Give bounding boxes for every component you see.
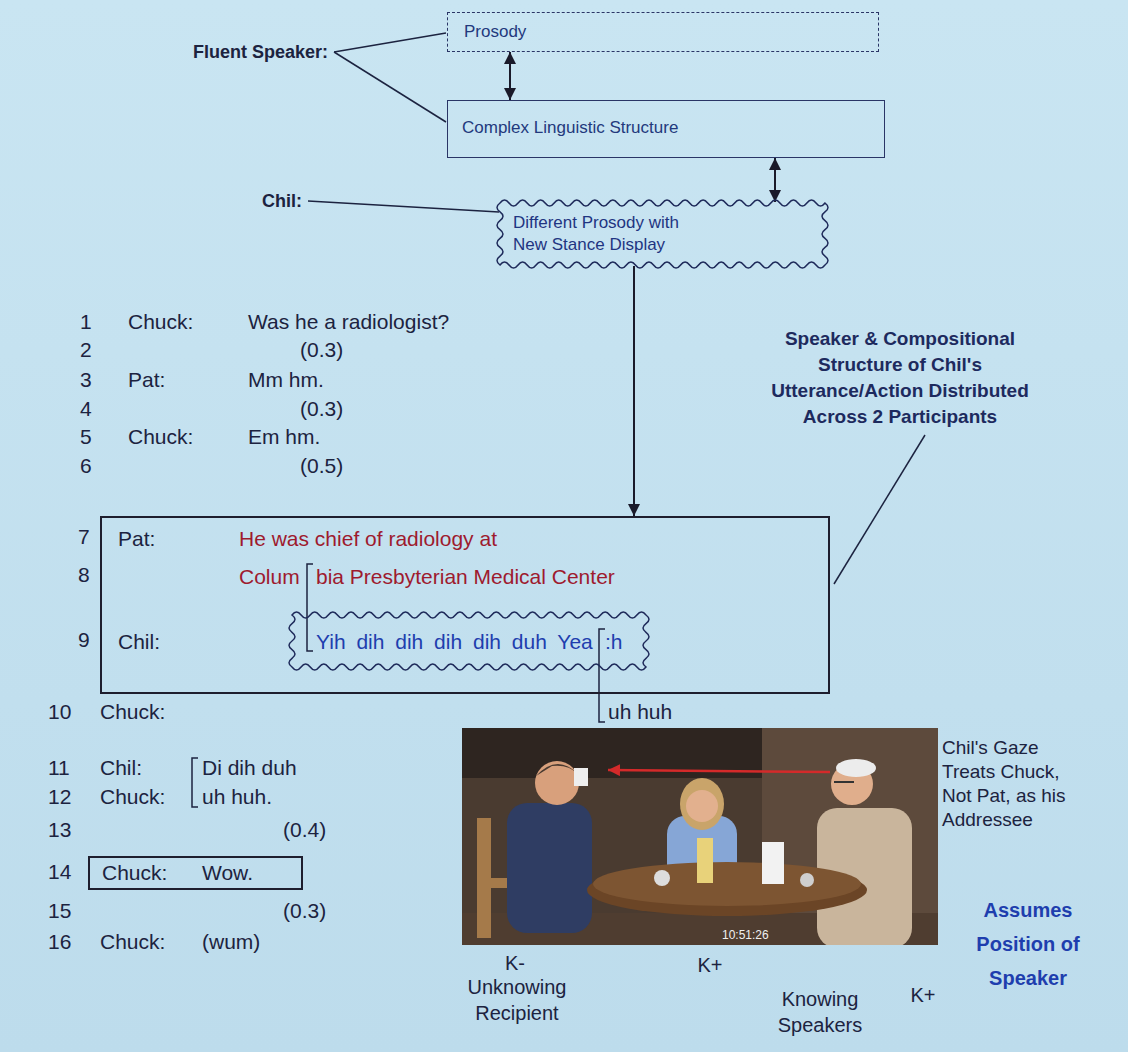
leader-line bbox=[308, 201, 499, 212]
person-chuck-hair bbox=[536, 764, 578, 776]
stance-note: Assumes Position of Speaker bbox=[972, 893, 1084, 995]
node-label: He was chief of radiology at bbox=[239, 527, 497, 551]
callout-note: Speaker & Compositional Structure of Chi… bbox=[770, 326, 1030, 430]
transcript-text: Chuck: bbox=[100, 785, 165, 809]
table-top bbox=[593, 862, 861, 906]
timestamp: 10:51:26 bbox=[722, 928, 769, 942]
transcript-text: Chuck: bbox=[100, 700, 165, 724]
node-label: Pat: bbox=[118, 527, 155, 551]
transcript-text: Chuck: bbox=[128, 425, 193, 449]
mug bbox=[654, 870, 670, 886]
wavy-outline-path bbox=[289, 612, 649, 670]
node-label: bia Presbyterian Medical Center bbox=[316, 565, 615, 589]
transcript-text: Em hm. bbox=[248, 425, 320, 449]
wavy-utterance: Yih dih dih dih dih duh Yea :h bbox=[287, 610, 651, 672]
overlap-bracket bbox=[192, 758, 198, 807]
mug bbox=[800, 873, 814, 887]
node-label: Colum bbox=[239, 565, 300, 589]
knowledge-tag: K+ bbox=[690, 952, 730, 978]
line-number: 4 bbox=[80, 397, 92, 421]
person-pat-head bbox=[686, 790, 718, 822]
line-number: 14 bbox=[48, 860, 71, 884]
person-chuck-body bbox=[507, 803, 592, 933]
node-label: Complex Linguistic Structure bbox=[462, 117, 678, 139]
gaze-note: Chil's Gaze Treats Chuck, Not Pat, as hi… bbox=[942, 736, 1090, 832]
transcript-frame: Pat: He was chief of radiology at Colum bia… bbox=[100, 516, 830, 694]
transcript-text: (0.3) bbox=[300, 397, 343, 421]
photo-illustration bbox=[462, 728, 938, 945]
person-pat-hair bbox=[680, 778, 724, 830]
transcript-text: (wum) bbox=[202, 930, 260, 954]
node-label: Chil: bbox=[118, 630, 160, 654]
speaker-tag: Chil: bbox=[262, 190, 302, 212]
transcript-text: uh huh. bbox=[202, 785, 272, 809]
knowledge-tag: Unknowing Recipient bbox=[437, 974, 597, 1026]
node-label: Chuck: bbox=[102, 861, 167, 885]
leader-line bbox=[834, 435, 925, 584]
line-number: 8 bbox=[78, 563, 90, 587]
carton bbox=[762, 842, 784, 884]
line-number: 2 bbox=[80, 338, 92, 362]
cup bbox=[574, 768, 588, 786]
transcript-text: Mm hm. bbox=[248, 368, 324, 392]
connector-arrow bbox=[774, 158, 776, 202]
transcript-text: Chuck: bbox=[128, 310, 193, 334]
line-number: 3 bbox=[80, 368, 92, 392]
transcript-text: Pat: bbox=[128, 368, 165, 392]
gaze-arrow bbox=[608, 770, 830, 772]
glasses bbox=[834, 781, 854, 783]
overlap-bracket bbox=[307, 564, 313, 651]
transcript-text: (0.4) bbox=[283, 818, 326, 842]
transcript-text: Chuck: bbox=[100, 930, 165, 954]
node-label: Wow. bbox=[202, 861, 253, 885]
node-label: Different Prosody with New Stance Displa… bbox=[513, 212, 713, 256]
line-number: 16 bbox=[48, 930, 71, 954]
person-chil-hair bbox=[836, 759, 876, 777]
line-number: 9 bbox=[78, 628, 90, 652]
leader-line bbox=[334, 33, 446, 52]
connector-arrow bbox=[509, 52, 511, 100]
transcript-text: (0.3) bbox=[300, 338, 343, 362]
bottle bbox=[697, 838, 713, 883]
line-number: 13 bbox=[48, 818, 71, 842]
highlight-box: Chuck: Wow. bbox=[88, 856, 303, 890]
knowledge-tag: Knowing Speakers bbox=[760, 986, 880, 1038]
transcript-text: (0.3) bbox=[283, 899, 326, 923]
transcript-text: Was he a radiologist? bbox=[248, 310, 449, 334]
leader-line bbox=[334, 52, 446, 122]
connector-arrow bbox=[633, 266, 635, 516]
person-chuck-head bbox=[535, 761, 579, 805]
transcript-text: Di dih duh bbox=[202, 756, 297, 780]
line-number: 1 bbox=[80, 310, 92, 334]
wavy-outline bbox=[495, 198, 830, 270]
transcript-text: Chil: bbox=[100, 756, 142, 780]
wavy-outline-path bbox=[497, 200, 828, 268]
line-number: 15 bbox=[48, 899, 71, 923]
line-number: 7 bbox=[78, 525, 90, 549]
speaker-tag: Fluent Speaker: bbox=[193, 41, 328, 63]
line-number: 12 bbox=[48, 785, 71, 809]
node-label: Prosody bbox=[464, 21, 526, 43]
line-number: 6 bbox=[80, 454, 92, 478]
line-number: 10 bbox=[48, 700, 71, 724]
dashed-box: Prosody bbox=[447, 12, 879, 52]
node-label: :h bbox=[605, 630, 623, 654]
node-label: Yih dih dih dih dih duh Yea bbox=[316, 630, 593, 654]
knowledge-tag: K+ bbox=[903, 982, 943, 1008]
transcript-text: (0.5) bbox=[300, 454, 343, 478]
process-box: Complex Linguistic Structure bbox=[447, 100, 885, 158]
line-number: 11 bbox=[48, 756, 70, 780]
transcript-text: uh huh bbox=[608, 700, 672, 724]
line-number: 5 bbox=[80, 425, 92, 449]
knowledge-tag: K- bbox=[495, 950, 535, 976]
overlap-bracket bbox=[599, 629, 605, 722]
wavy-box: Different Prosody with New Stance Displa… bbox=[495, 198, 830, 270]
